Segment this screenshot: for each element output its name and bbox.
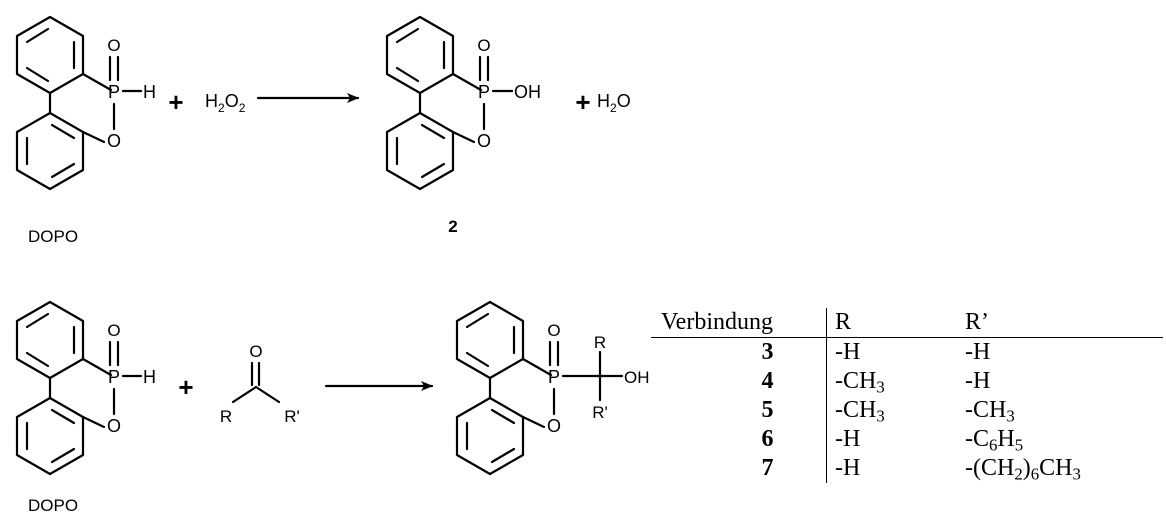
r-group: -CH3 (835, 397, 885, 426)
table-row: 3 -H -H (651, 338, 1163, 367)
dopo2-hydrogen: H (143, 367, 156, 387)
adduct-phosphorus: P (548, 367, 560, 387)
ring-oxygen-label: O (107, 131, 121, 151)
adduct-skeleton (455, 300, 560, 476)
adduct-hydroxyl: OH (624, 368, 650, 387)
hydrogen-label: H (143, 82, 156, 102)
table-row: 5 -CH3 -CH3 (651, 396, 1163, 425)
compound-number: 4 (651, 367, 827, 396)
r-prime-group: -CH3 (965, 397, 1015, 426)
compound-number: 7 (651, 454, 827, 483)
product-2-phosphorus: P (478, 82, 490, 102)
plus-sign-2: + (575, 87, 590, 117)
r-group: -H (835, 455, 861, 481)
phosphorus-label: P (108, 82, 120, 102)
product-2-oxo-oxygen: O (477, 36, 490, 55)
dopo-label-1: DOPO (28, 227, 78, 246)
hydrogen-peroxide-formula: H2O2 (205, 91, 246, 115)
ketone-r: R (220, 407, 232, 426)
r-group: -H (835, 426, 861, 452)
header-r: R (835, 309, 852, 335)
compound-number: 5 (651, 396, 827, 425)
ketone-oxygen: O (249, 342, 262, 361)
header-r-prime: R’ (965, 309, 989, 335)
product-2-label: 2 (448, 217, 457, 236)
compound-number: 6 (651, 425, 827, 454)
r-prime-group: -(CH2)6CH3 (965, 455, 1081, 484)
header-verbindung: Verbindung (651, 308, 827, 337)
dopo-skeleton-2 (15, 300, 120, 476)
table-row: 7 -H -(CH2)6CH3 (651, 454, 1163, 483)
compound-number: 3 (651, 338, 827, 367)
dopo2-oxo-oxygen: O (107, 321, 120, 340)
ketone-r-prime: R' (284, 407, 300, 426)
adduct-r: R (594, 333, 606, 352)
adduct-r-prime: R' (592, 403, 608, 422)
product-2-skeleton (385, 15, 490, 191)
r-group: -CH3 (835, 368, 885, 397)
r-prime-group: -C6H5 (965, 426, 1024, 455)
plus-sign-3: + (178, 372, 193, 402)
r-prime-group: -H (965, 339, 991, 365)
adduct-ring-oxygen: O (547, 416, 561, 436)
dopo2-ring-oxygen: O (107, 416, 121, 436)
r-group: -H (835, 339, 861, 365)
plus-sign-1: + (168, 87, 183, 117)
ketone-structure: O R R' (220, 342, 300, 426)
oxo-oxygen-label: O (107, 36, 120, 55)
product-2-ring-oxygen: O (477, 131, 491, 151)
adduct-oxo-oxygen: O (547, 321, 560, 340)
water-formula: H2O (597, 91, 631, 115)
r-prime-group: -H (965, 368, 991, 394)
table-header-row: Verbindung R R’ (651, 308, 1163, 338)
dopo-label-2: DOPO (28, 496, 78, 515)
table-row: 6 -H -C6H5 (651, 425, 1163, 454)
table-row: 4 -CH3 -H (651, 367, 1163, 396)
dopo2-phosphorus: P (108, 367, 120, 387)
product-2-hydroxyl: OH (514, 82, 541, 102)
